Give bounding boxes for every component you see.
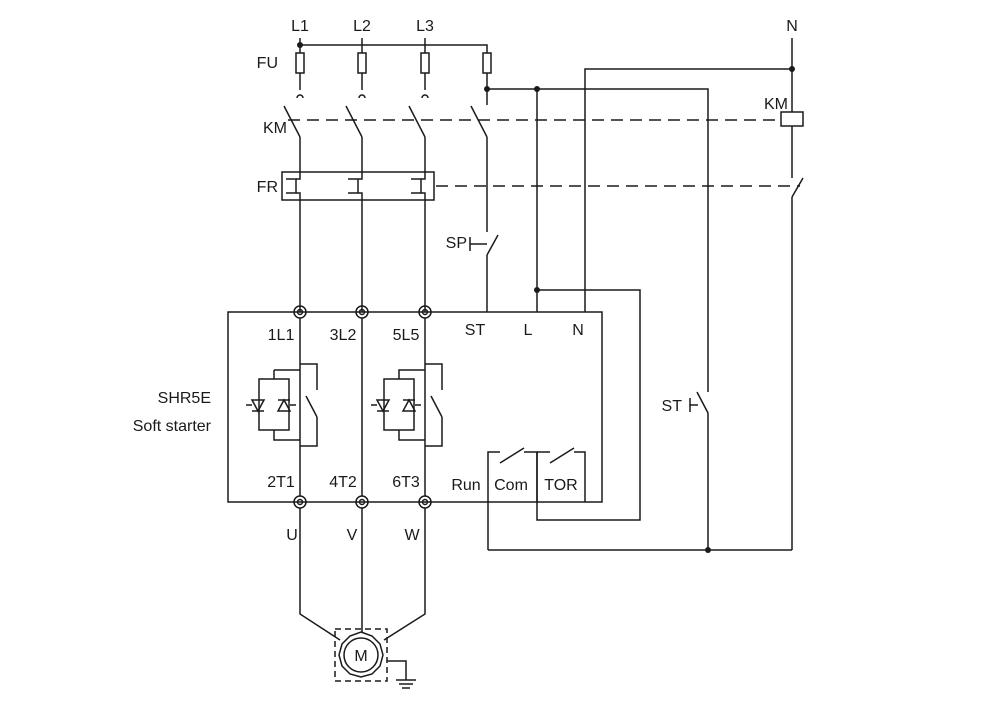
junction-dot (297, 42, 303, 48)
terminal-1l1: 1L1 (268, 327, 295, 344)
terminal-6t3: 6T3 (392, 474, 420, 491)
contactor-km-main-contacts (283, 94, 488, 232)
terminal-st: ST (465, 322, 486, 339)
phase-w: W (404, 527, 420, 544)
motor-label: M (354, 648, 367, 665)
label-n: N (786, 18, 798, 35)
phase-u: U (286, 527, 298, 544)
label-fr: FR (257, 179, 278, 196)
label-fu: FU (257, 55, 278, 72)
contactor-km-coil (584, 38, 804, 312)
stop-button-sp (469, 234, 499, 312)
label-l3: L3 (416, 18, 434, 35)
starter-description: Soft starter (133, 418, 212, 435)
relay-com: Com (494, 477, 528, 494)
terminal-2t1: 2T1 (267, 474, 295, 491)
terminal-4t2: 4T2 (329, 474, 357, 491)
motor (334, 628, 416, 689)
junction-dot (705, 547, 711, 553)
phase-wiring-top (297, 38, 488, 53)
terminal-n: N (572, 322, 584, 339)
label-km-coil: KM (764, 96, 788, 113)
label-sp: SP (446, 235, 467, 252)
fuse-fu (295, 52, 492, 105)
terminal-l: L (524, 322, 533, 339)
internal-phase-wires (299, 318, 426, 496)
label-l2: L2 (353, 18, 371, 35)
label-l1: L1 (291, 18, 309, 35)
starter-model: SHR5E (158, 390, 211, 407)
relay-run: Run (451, 477, 480, 494)
terminal-5l5: 5L5 (393, 327, 420, 344)
overload-relay-fr (281, 171, 804, 550)
label-st: ST (662, 398, 683, 415)
thyristor-bypass-phase-1 (246, 363, 318, 447)
junction-dot (789, 66, 795, 72)
return-wire (488, 547, 792, 553)
label-km-contacts: KM (263, 120, 287, 137)
terminal-3l2: 3L2 (330, 327, 357, 344)
phase-v: V (347, 527, 358, 544)
junction-dot (534, 86, 540, 92)
thyristor-bypass-phase-3 (371, 363, 443, 447)
soft-starter-box (227, 311, 603, 503)
start-button-st (689, 391, 709, 550)
control-bus (487, 86, 709, 392)
motor-wiring (299, 508, 426, 641)
relay-contacts (487, 447, 586, 550)
relay-tor: TOR (544, 477, 577, 494)
